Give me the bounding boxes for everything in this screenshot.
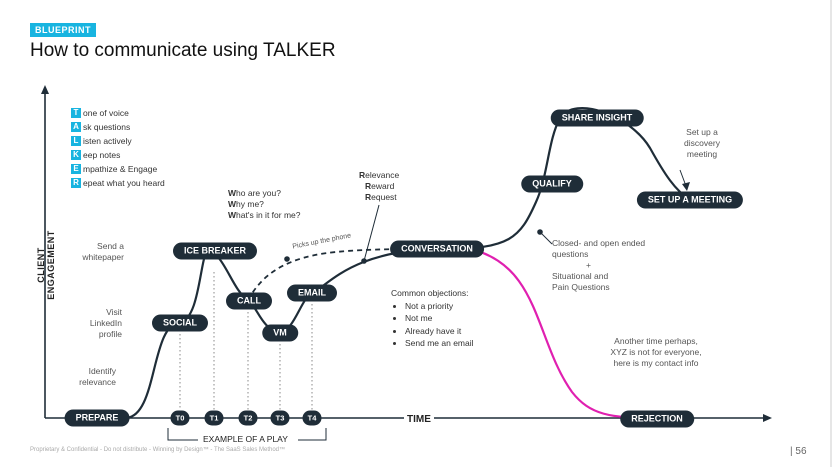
- objection-item: Send me an email: [405, 337, 474, 350]
- page-number: | 56: [790, 446, 807, 457]
- objection-item: Not me: [405, 312, 474, 325]
- slide-edge: [830, 0, 832, 467]
- rejection-path: [469, 247, 657, 420]
- discovery-arrowhead: [682, 182, 690, 191]
- stage-call: CALL: [226, 292, 272, 310]
- example-play-label: EXAMPLE OF A PLAY: [203, 434, 288, 444]
- objections-list: Not a priority Not me Already have it Se…: [391, 300, 474, 350]
- y-axis-arrowhead: [41, 85, 49, 94]
- objection-item: Already have it: [405, 325, 474, 338]
- note-who-why-what: Who are you? Why me? What's in it for me…: [228, 188, 301, 220]
- stage-social: SOCIAL: [151, 314, 209, 332]
- tick-t2: T2: [238, 410, 258, 426]
- note-send-whitepaper: Send a whitepaper: [82, 241, 124, 262]
- blueprint-badge: BLUEPRINT: [30, 23, 96, 37]
- phone-pickup-path: [247, 248, 421, 301]
- note-common-objections: Common objections: Not a priority Not me…: [391, 287, 474, 350]
- note-visit-linkedin: Visit LinkedIn profile: [89, 307, 122, 339]
- page-title: How to communicate using TALKER: [30, 40, 336, 61]
- stage-prepare: PREPARE: [64, 409, 130, 427]
- objection-item: Not a priority: [405, 300, 474, 313]
- x-axis-arrowhead: [763, 414, 772, 422]
- note-closed-open-questions: Closed- and open ended questions + Situa…: [552, 238, 646, 292]
- closed-leader: [539, 231, 553, 245]
- stage-ice-breaker: ICE BREAKER: [172, 242, 258, 260]
- note-rejection: Another time perhaps, XYZ is not for eve…: [610, 336, 702, 368]
- tick-t3: T3: [270, 410, 290, 426]
- play-bracket: [167, 428, 327, 441]
- note-relevance-reward-request: Relevance Reward Request: [359, 170, 400, 202]
- y-axis-label: CLIENT ENGAGEMENT: [36, 230, 56, 300]
- stage-conversation: CONVERSATION: [390, 240, 484, 258]
- stage-set-up-meeting: SET UP A MEETING: [636, 191, 744, 209]
- stage-vm: VM: [262, 324, 298, 342]
- tick-t0: T0: [170, 410, 190, 426]
- stage-email: EMAIL: [287, 284, 337, 302]
- stage-qualify: QUALIFY: [521, 175, 583, 193]
- stage-rejection: REJECTION: [620, 410, 694, 428]
- pickup-dot: [284, 256, 290, 262]
- x-axis-label: TIME: [404, 414, 434, 425]
- tick-t4: T4: [302, 410, 322, 426]
- stage-share-insight: SHARE INSIGHT: [550, 109, 644, 127]
- note-identify-relevance: Identify relevance: [79, 366, 116, 387]
- note-discovery-meeting: Set up a discovery meeting: [684, 127, 720, 159]
- footer-confidential: Proprietary & Confidential - Do not dist…: [30, 447, 286, 453]
- rrr-leader: [363, 204, 380, 262]
- tick-t1: T1: [204, 410, 224, 426]
